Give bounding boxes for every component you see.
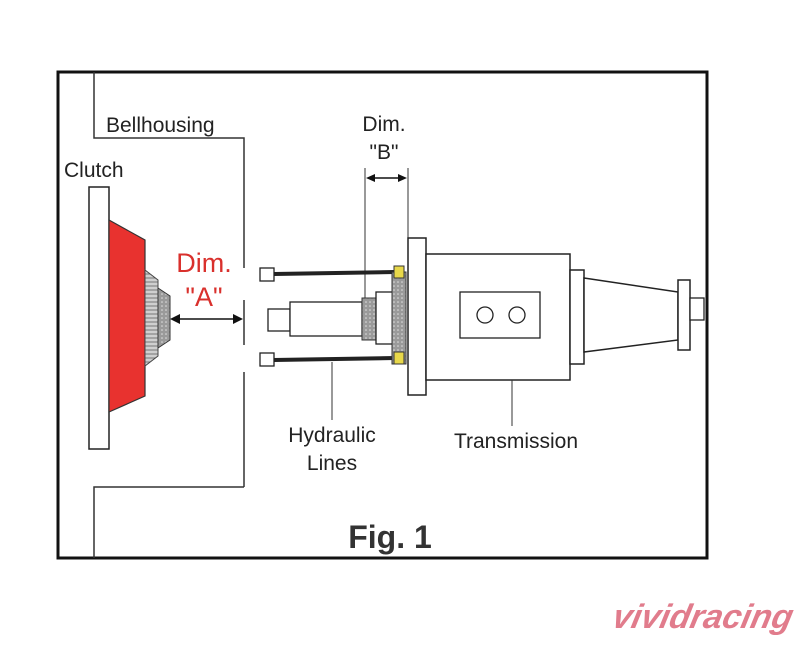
dim-a-arrowhead-left	[170, 314, 180, 324]
transmission-inspection-plate	[459, 291, 541, 339]
hydraulic-line-bottom	[273, 356, 396, 362]
bellhousing-label: Bellhousing	[106, 114, 215, 137]
figure-caption: Fig. 1	[348, 519, 432, 555]
dim-a-label-line1: Dim.	[176, 248, 232, 278]
hydraulic-fitting-bottom	[259, 352, 275, 367]
transmission-rear-flange	[569, 269, 585, 365]
slave-fitting-bottom	[393, 351, 405, 365]
hydraulic-label-line1: Hydraulic	[288, 424, 376, 447]
hydraulic-label-line2: Lines	[307, 452, 357, 475]
transmission-front-flange	[407, 237, 427, 396]
hydraulic-line-top	[273, 270, 396, 276]
bellhousing-outline	[93, 72, 245, 268]
clutch-diaphragm-fingers	[144, 268, 159, 368]
transmission-label: Transmission	[454, 430, 578, 453]
watermark-logo: vividracing	[609, 598, 796, 636]
dim-b-label-line1: Dim.	[362, 113, 405, 136]
dim-a-arrowhead-right	[233, 314, 243, 324]
inspection-bolt-right	[508, 306, 526, 324]
slave-cylinder-flange	[391, 271, 407, 365]
hydraulic-fitting-top	[259, 267, 275, 282]
flywheel	[88, 186, 110, 450]
input-shaft-tip	[267, 308, 291, 332]
dim-b-arrowhead-right	[398, 174, 407, 182]
output-shaft	[689, 297, 705, 321]
inspection-bolt-left	[476, 306, 494, 324]
bellhousing-outline-bottom	[93, 486, 244, 558]
clutch-label: Clutch	[64, 159, 124, 182]
input-shaft	[289, 301, 363, 337]
output-yoke	[677, 279, 691, 351]
slave-cylinder-collar	[361, 297, 377, 341]
clutch-pressure-plate	[108, 218, 146, 413]
dim-a-label-line2: "A"	[185, 282, 222, 312]
dim-b-label-line2: "B"	[370, 141, 399, 164]
slave-fitting-top	[393, 265, 405, 279]
dim-b-arrowhead-left	[366, 174, 375, 182]
release-bearing-hub	[157, 287, 171, 349]
